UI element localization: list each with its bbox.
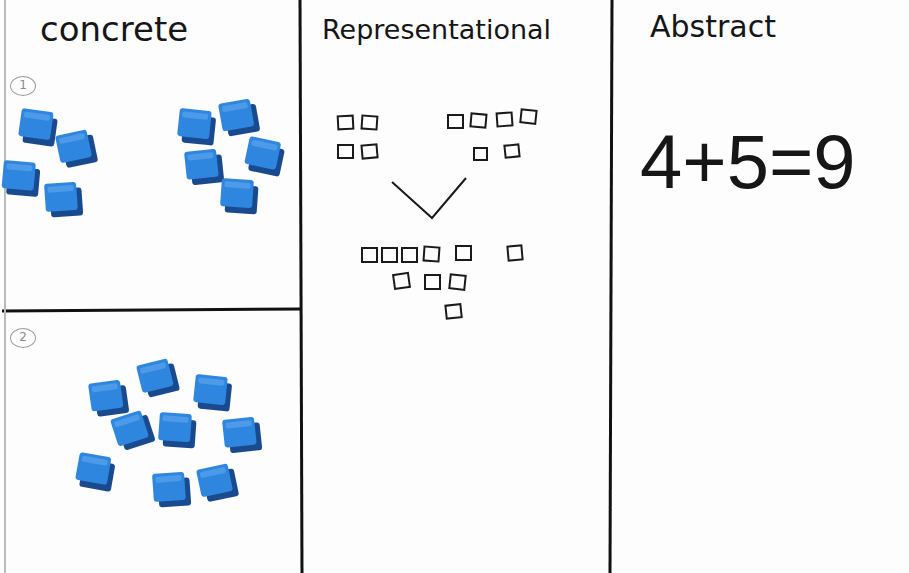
column-heading: Abstract bbox=[650, 10, 776, 45]
unit-cubes bbox=[74, 357, 262, 508]
sub-panel: 1 bbox=[0, 70, 300, 308]
divider-line bbox=[2, 309, 301, 311]
column-panel: concrete 1 2 bbox=[0, 0, 300, 573]
board-edge bbox=[4, 0, 6, 573]
sub-panel: 2 bbox=[0, 312, 300, 573]
equation: 4+5=9 bbox=[640, 118, 856, 205]
unit-cubes bbox=[1, 108, 98, 218]
column-panel: Representational bbox=[302, 0, 610, 573]
step-number: 1 bbox=[10, 76, 36, 96]
column-heading: concrete bbox=[40, 10, 188, 49]
drawn-squares bbox=[338, 109, 537, 318]
divider-line bbox=[610, 0, 612, 573]
column-heading: Representational bbox=[322, 14, 551, 45]
unit-cubes bbox=[176, 98, 286, 215]
divider-line bbox=[300, 0, 302, 573]
step-number: 2 bbox=[10, 328, 36, 348]
column-panel: Abstract 4+5=9 bbox=[614, 0, 909, 573]
